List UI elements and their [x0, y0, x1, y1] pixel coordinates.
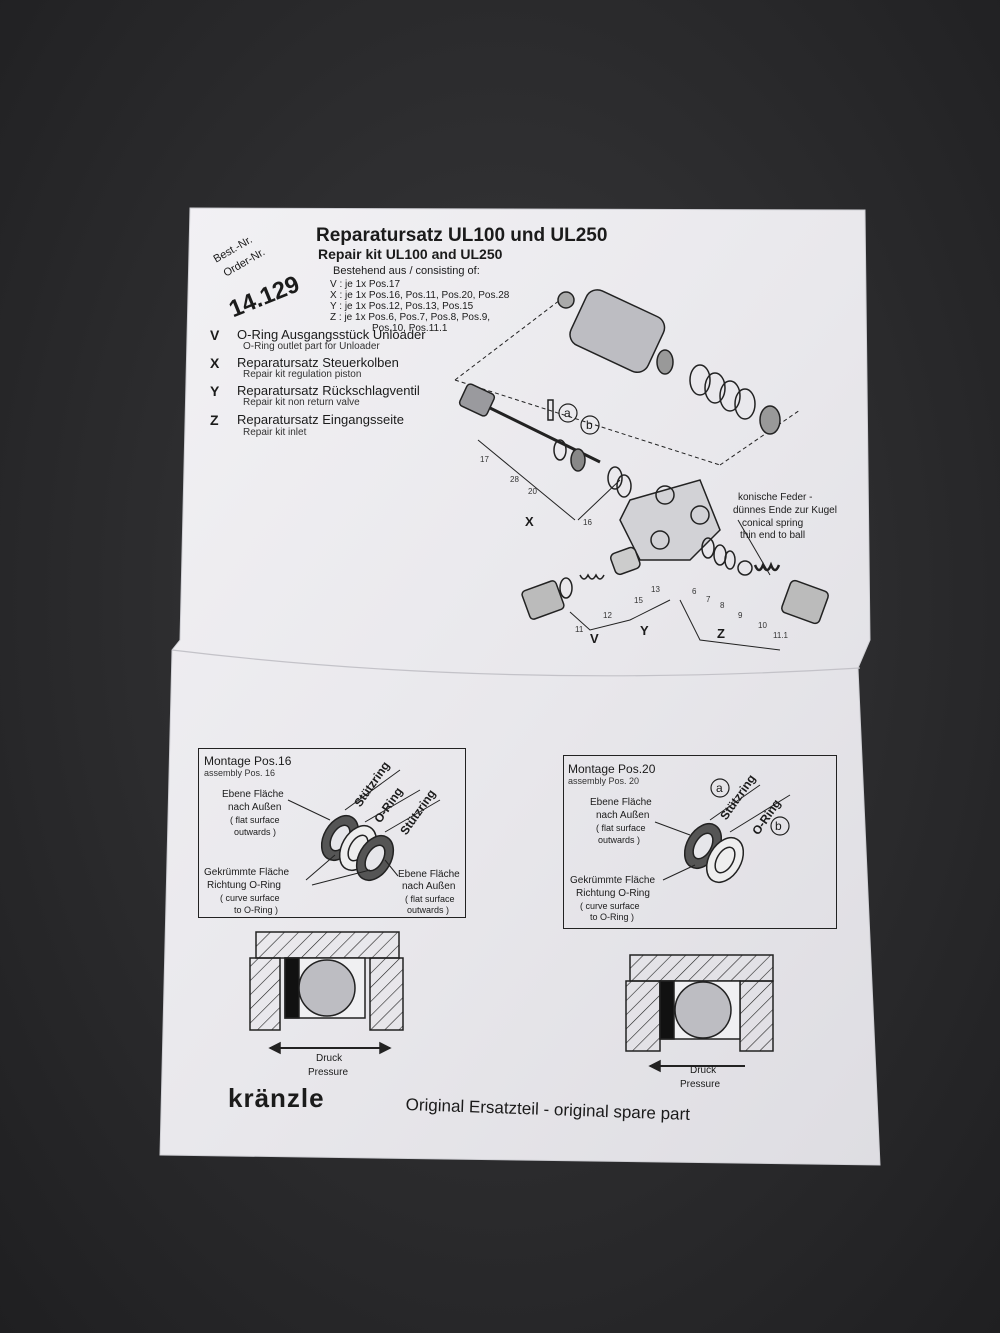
- a16-lb-2: Richtung O-Ring: [207, 880, 281, 891]
- pressure-left-de: Druck: [316, 1053, 343, 1064]
- assembly-16-title: Montage Pos.16: [204, 754, 292, 768]
- label-x: X: [525, 514, 534, 529]
- a16-rb-3: ( flat surface: [405, 894, 455, 904]
- legend-en-v: O-Ring outlet part for Unloader: [243, 341, 380, 352]
- legend-key-z: Z: [210, 412, 219, 428]
- title-en: Repair kit UL100 and UL250: [318, 246, 503, 262]
- label-p12: 12: [603, 611, 612, 620]
- assembly-16-box: [198, 748, 466, 918]
- pressure-right-de: Druck: [690, 1065, 717, 1076]
- legend-de-y: Reparatursatz Rückschlagventil: [237, 383, 420, 398]
- piston-assembly: [458, 383, 632, 498]
- kit-line-x: X : je 1x Pos.16, Pos.11, Pos.20, Pos.28: [330, 290, 510, 301]
- a16-rb-2: nach Außen: [402, 881, 456, 892]
- a16-lb-4: to O-Ring ): [234, 905, 279, 915]
- kit-line-z2: Pos.10, Pos.11.1: [372, 323, 448, 334]
- a20-lb-2: Richtung O-Ring: [576, 888, 650, 899]
- legend-key-y: Y: [210, 383, 220, 399]
- spring-note-2: dünnes Ende zur Kugel: [733, 505, 837, 516]
- a16-lt-3: ( flat surface: [230, 815, 280, 825]
- label-p11: 11: [575, 625, 584, 634]
- label-p20: 20: [528, 487, 537, 496]
- spring-note-3: conical spring: [742, 518, 804, 529]
- section-right: [625, 954, 774, 1073]
- a20-lt-2: nach Außen: [596, 810, 650, 821]
- a16-lt-2: nach Außen: [228, 802, 282, 813]
- label-z: Z: [717, 626, 725, 641]
- label-p17: 17: [480, 455, 489, 464]
- inlet-parts: [701, 537, 829, 625]
- a20-lb-1: Gekrümmte Fläche: [570, 875, 656, 886]
- label-y: Y: [640, 623, 649, 638]
- label-a: a: [564, 406, 571, 420]
- label-v: V: [590, 631, 599, 646]
- label-p16: 16: [583, 518, 592, 527]
- section-left: [249, 931, 404, 1055]
- spring-note-1: konische Feder -: [738, 492, 813, 503]
- consisting-label: Bestehend aus / consisting of:: [333, 265, 480, 277]
- label-p8: 8: [720, 601, 725, 610]
- kit-line-y: Y : je 1x Pos.12, Pos.13, Pos.15: [330, 301, 474, 312]
- label-p7: 7: [706, 595, 711, 604]
- label-p13: 13: [651, 585, 660, 594]
- legend-en-y: Repair kit non return valve: [243, 397, 360, 408]
- a20-lt-3: ( flat surface: [596, 823, 646, 833]
- legend-en-x: Repair kit regulation piston: [243, 369, 362, 380]
- legend-en-z: Repair kit inlet: [243, 427, 307, 438]
- a20-lb-3: ( curve surface: [580, 901, 640, 911]
- label-p6: 6: [692, 587, 697, 596]
- a20-lb-4: to O-Ring ): [590, 912, 635, 922]
- kit-line-z: Z : je 1x Pos.6, Pos.7, Pos.8, Pos.9,: [330, 312, 491, 323]
- a16-lb-3: ( curve surface: [220, 893, 280, 903]
- a16-lt-1: Ebene Fläche: [222, 789, 284, 800]
- legend-de-v: O-Ring Ausgangsstück Unloader: [237, 327, 426, 342]
- assembly-20-title: Montage Pos.20: [568, 762, 656, 776]
- spring-note-4: thin end to ball: [740, 530, 806, 541]
- valve-block: [619, 479, 721, 561]
- assembly-16-subtitle: assembly Pos. 16: [204, 768, 276, 778]
- title-de: Reparatursatz UL100 und UL250: [316, 225, 608, 246]
- label-p9: 9: [738, 611, 743, 620]
- a16-lb-1: Gekrümmte Fläche: [204, 867, 290, 878]
- assembly-20-box: [563, 755, 837, 929]
- a20-circle-a-label: a: [716, 781, 723, 795]
- legend-key-v: V: [210, 327, 220, 343]
- label-p10: 10: [758, 621, 767, 630]
- pressure-left-en: Pressure: [308, 1067, 349, 1078]
- a20-lt-1: Ebene Fläche: [590, 797, 652, 808]
- a16-lt-4: outwards ): [234, 827, 277, 837]
- kit-line-v: V : je 1x Pos.17: [330, 279, 401, 290]
- a20-lt-4: outwards ): [598, 835, 641, 845]
- label-p11-1: 11.1: [773, 631, 788, 640]
- a20-circle-b-label: b: [775, 819, 782, 833]
- unloader-body: [557, 289, 781, 435]
- label-p15: 15: [634, 596, 643, 605]
- a16-rb-1: Ebene Fläche: [398, 869, 460, 880]
- legend-de-x: Reparatursatz Steuerkolben: [237, 355, 399, 370]
- label-p28: 28: [510, 475, 519, 484]
- pressure-right-en: Pressure: [680, 1079, 721, 1090]
- check-valve-parts: [521, 546, 641, 620]
- assembly-20-subtitle: assembly Pos. 20: [568, 776, 640, 786]
- brand-logo: kränzle: [228, 1083, 325, 1113]
- a16-rb-4: outwards ): [407, 905, 450, 915]
- label-b: b: [586, 418, 593, 432]
- legend-key-x: X: [210, 355, 220, 371]
- legend-de-z: Reparatursatz Eingangsseite: [237, 412, 404, 427]
